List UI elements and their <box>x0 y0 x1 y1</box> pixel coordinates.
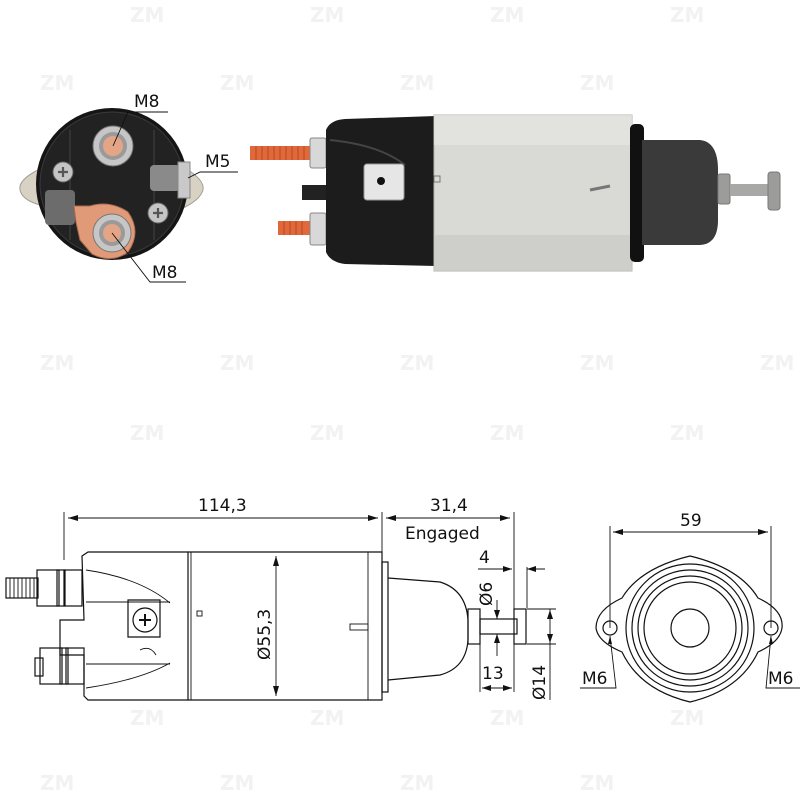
watermark: ZM <box>40 771 74 795</box>
watermark: ZM <box>220 771 254 795</box>
photo-end-view: M8 M5 M8 <box>19 92 238 283</box>
plunger-shaft <box>730 184 770 196</box>
watermark: ZM <box>400 71 434 95</box>
watermark: ZM <box>130 421 164 445</box>
watermark: ZM <box>490 706 524 730</box>
plunger-head <box>767 171 781 211</box>
plunger-boot <box>642 140 718 245</box>
plunger-bore <box>670 608 710 648</box>
label-m8-bottom: M8 <box>152 263 177 283</box>
watermark: ZM <box>490 3 524 27</box>
label-m8-top: M8 <box>134 92 159 112</box>
dim-shaft-diameter: Ø6 <box>477 582 497 606</box>
watermark: ZM <box>760 351 794 375</box>
mount-hole-right <box>763 620 779 636</box>
dim-head-width: 4 <box>479 548 490 568</box>
drawing-screw-icon <box>132 607 158 633</box>
watermark: ZM <box>670 3 704 27</box>
watermark: ZM <box>670 706 704 730</box>
watermark: ZM <box>580 771 614 795</box>
label-m6-right: M6 <box>768 669 793 689</box>
dim-plunger-state: Engaged <box>405 524 480 544</box>
drawing-plunger-washer <box>467 608 481 645</box>
label-m5: M5 <box>205 152 230 172</box>
rear-flange <box>630 124 644 262</box>
mounting-flange-outline <box>595 555 783 703</box>
plunger-washer <box>717 173 731 205</box>
watermark: ZM <box>580 351 614 375</box>
label-m6-left: M6 <box>582 669 607 689</box>
watermark: ZM <box>130 706 164 730</box>
dim-head-diameter: Ø14 <box>530 665 550 700</box>
drawing-plunger-head <box>513 608 527 645</box>
watermark: ZM <box>580 71 614 95</box>
drawing-terminal-cap <box>59 551 189 701</box>
outer-ring <box>625 563 755 693</box>
insulator-block <box>45 190 75 225</box>
drawing-spade-terminal <box>127 599 161 638</box>
watermark: ZM <box>310 706 344 730</box>
watermark: ZM <box>40 351 74 375</box>
dim-plunger-travel: 31,4 <box>430 496 468 516</box>
drawing-coil-body <box>188 551 383 701</box>
bracket-ear-left <box>19 169 41 206</box>
m5-terminal <box>177 161 191 199</box>
dim-body-diameter: Ø55,3 <box>255 609 275 660</box>
drawing-rear-flange <box>381 561 389 693</box>
watermark: ZM <box>220 71 254 95</box>
watermark-layer: ZM ZM ZM ZM ZM ZM ZM ZM ZM ZM ZM ZM ZM Z… <box>40 3 794 795</box>
watermark: ZM <box>40 71 74 95</box>
dim-shaft-length: 13 <box>482 664 504 684</box>
dim-hole-spacing: 59 <box>680 511 702 531</box>
drawing-plunger-shaft <box>479 618 518 635</box>
watermark: ZM <box>130 3 164 27</box>
watermark: ZM <box>490 421 524 445</box>
watermark: ZM <box>220 351 254 375</box>
stud-top <box>250 146 312 160</box>
stud-bottom <box>278 221 312 235</box>
watermark: ZM <box>400 771 434 795</box>
drawing-stud-bottom <box>34 657 44 677</box>
watermark: ZM <box>310 3 344 27</box>
watermark: ZM <box>670 421 704 445</box>
drawing-side-view: 114,3 31,4 Engaged Ø55,3 <box>5 496 556 701</box>
watermark: ZM <box>400 351 434 375</box>
dim-overall-length: 114,3 <box>198 496 247 516</box>
mount-hole-left <box>602 620 618 636</box>
nut-bottom <box>309 212 327 246</box>
screw-right-icon <box>147 202 169 224</box>
drawing-front-view: 59 M6 M6 <box>580 511 800 703</box>
watermark: ZM <box>310 421 344 445</box>
screw-left-icon <box>52 161 74 183</box>
drawing-plunger-boot <box>387 577 469 681</box>
nut-top <box>309 137 327 169</box>
photo-side-view <box>250 114 781 272</box>
